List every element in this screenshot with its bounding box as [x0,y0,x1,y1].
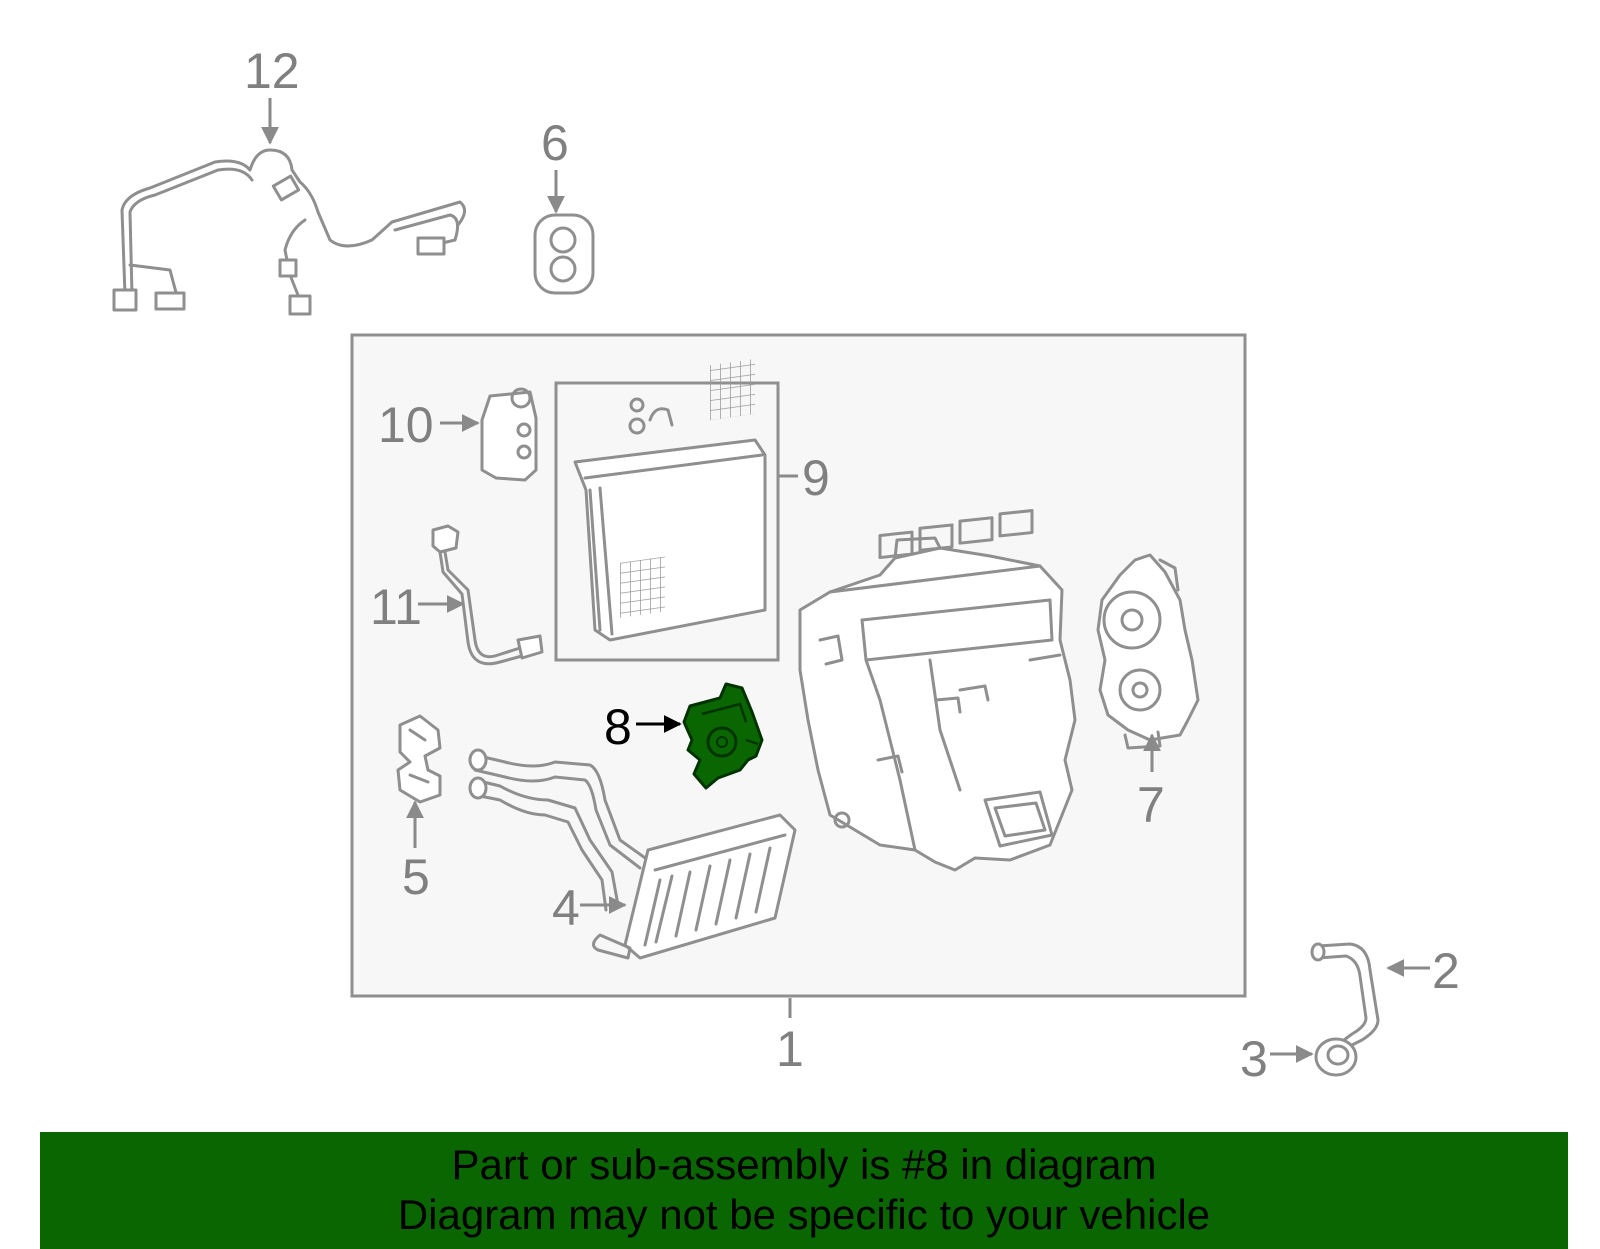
part-9-box [554,381,780,662]
part-6-grommet [533,213,595,295]
part-7-blower-motor [1096,553,1200,750]
part-10-expansion-valve [480,387,538,482]
part-8-servo-motor-highlighted [682,682,764,790]
part-4-heater-core [468,748,797,960]
callout-2: 2 [1432,943,1460,999]
part-1-hvac-housing [798,509,1077,872]
callout-10: 10 [378,397,434,453]
part-11-sensor [431,524,544,666]
callout-8: 8 [604,699,632,755]
callout-12: 12 [244,43,300,99]
callout-6: 6 [541,115,569,171]
part-3-cap [1314,1037,1358,1077]
callout-11: 11 [370,579,422,635]
callout-1: 1 [776,1021,804,1077]
part-9-evaporator [573,358,767,642]
part-2-drain-hose [1310,942,1380,1047]
part-5-bracket [396,714,442,804]
callout-5: 5 [402,849,430,905]
part-12-wire-harness [112,148,466,316]
info-banner: Part or sub-assembly is #8 in diagram Di… [40,1132,1568,1249]
banner-line-1: Part or sub-assembly is #8 in diagram [451,1141,1157,1188]
callout-4: 4 [552,880,580,936]
banner-line-2: Diagram may not be specific to your vehi… [397,1191,1211,1238]
callout-3: 3 [1240,1031,1268,1087]
callout-9: 9 [802,450,830,506]
callout-7: 7 [1137,777,1165,833]
